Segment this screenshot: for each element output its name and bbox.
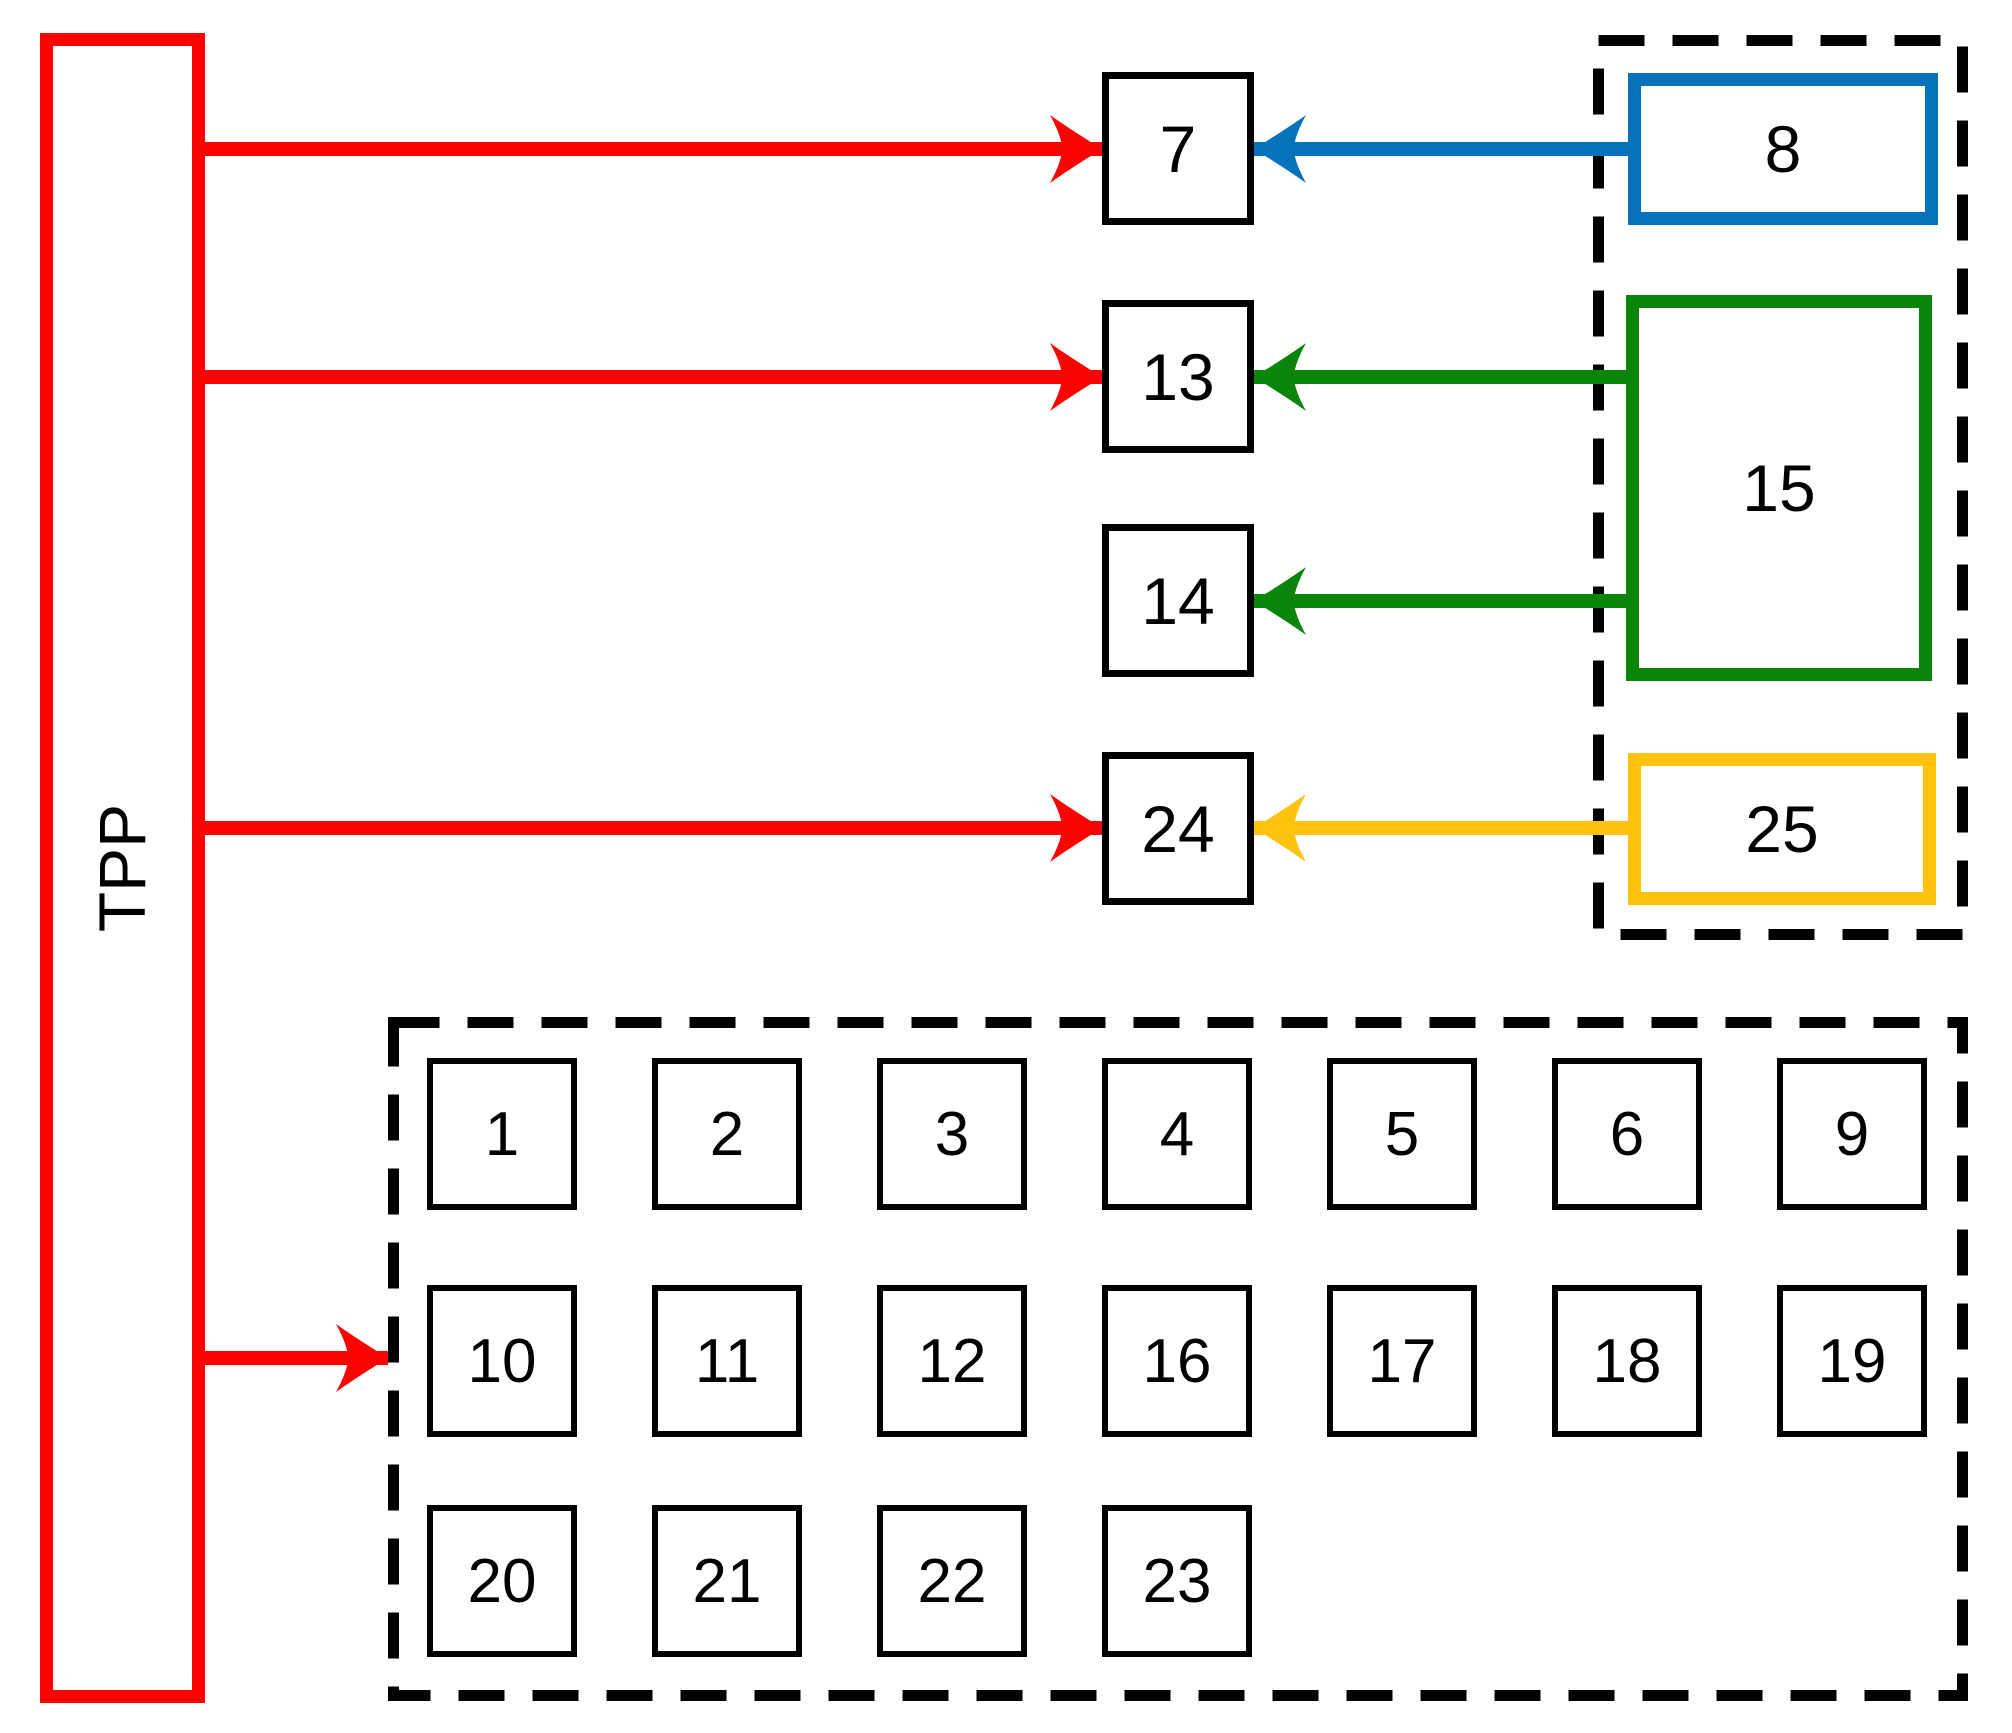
grid-cell-2: 2 — [652, 1058, 802, 1210]
grid-cell-1-label: 1 — [484, 1099, 520, 1169]
grid-cell-9: 9 — [1777, 1058, 1927, 1210]
grid-cell-21: 21 — [652, 1505, 802, 1657]
grid-cell-20: 20 — [427, 1505, 577, 1657]
node-25-yellow-box: 25 — [1628, 753, 1936, 905]
grid-cell-12-label: 12 — [917, 1326, 987, 1396]
node-15-label: 15 — [1742, 451, 1816, 525]
grid-cell-3: 3 — [877, 1058, 1027, 1210]
grid-cell-6-label: 6 — [1609, 1099, 1645, 1169]
node-15-green-box: 15 — [1626, 295, 1932, 681]
tpp-label: TPP — [85, 803, 160, 933]
grid-cell-16: 16 — [1102, 1285, 1252, 1437]
grid-cell-10-label: 10 — [467, 1326, 537, 1396]
grid-cell-22-label: 22 — [917, 1546, 987, 1616]
node-8-blue-box: 8 — [1628, 73, 1938, 225]
grid-cell-10: 10 — [427, 1285, 577, 1437]
grid-cell-12: 12 — [877, 1285, 1027, 1437]
node-14-label: 14 — [1141, 563, 1215, 638]
grid-cell-9-label: 9 — [1834, 1099, 1870, 1169]
grid-cell-11-label: 11 — [694, 1326, 760, 1396]
grid-cell-18: 18 — [1552, 1285, 1702, 1437]
grid-cell-22: 22 — [877, 1505, 1027, 1657]
grid-cell-18-label: 18 — [1592, 1326, 1662, 1396]
grid-cell-17-label: 17 — [1367, 1326, 1437, 1396]
grid-cell-21-label: 21 — [692, 1546, 762, 1616]
grid-cell-17: 17 — [1327, 1285, 1477, 1437]
grid-cell-4-label: 4 — [1159, 1099, 1195, 1169]
grid-cell-16-label: 16 — [1142, 1326, 1212, 1396]
grid-cell-23-label: 23 — [1142, 1546, 1212, 1616]
tpp-box: TPP — [40, 33, 205, 1703]
node-24-label: 24 — [1141, 791, 1215, 866]
grid-cell-3-label: 3 — [934, 1099, 970, 1169]
grid-cell-4: 4 — [1102, 1058, 1252, 1210]
grid-cell-5: 5 — [1327, 1058, 1477, 1210]
grid-cell-19-label: 19 — [1817, 1326, 1887, 1396]
grid-cell-1: 1 — [427, 1058, 577, 1210]
grid-cell-23: 23 — [1102, 1505, 1252, 1657]
node-7: 7 — [1102, 72, 1254, 225]
node-8-label: 8 — [1764, 112, 1802, 186]
grid-cell-19: 19 — [1777, 1285, 1927, 1437]
grid-cell-11: 11 — [652, 1285, 802, 1437]
grid-cell-5-label: 5 — [1384, 1099, 1420, 1169]
node-13-label: 13 — [1141, 339, 1215, 414]
node-25-label: 25 — [1745, 792, 1819, 866]
node-24: 24 — [1102, 752, 1254, 905]
node-14: 14 — [1102, 524, 1254, 677]
node-13: 13 — [1102, 300, 1254, 453]
grid-cell-6: 6 — [1552, 1058, 1702, 1210]
grid-cell-20-label: 20 — [467, 1546, 537, 1616]
node-7-label: 7 — [1159, 111, 1197, 186]
grid-cell-2-label: 2 — [709, 1099, 745, 1169]
